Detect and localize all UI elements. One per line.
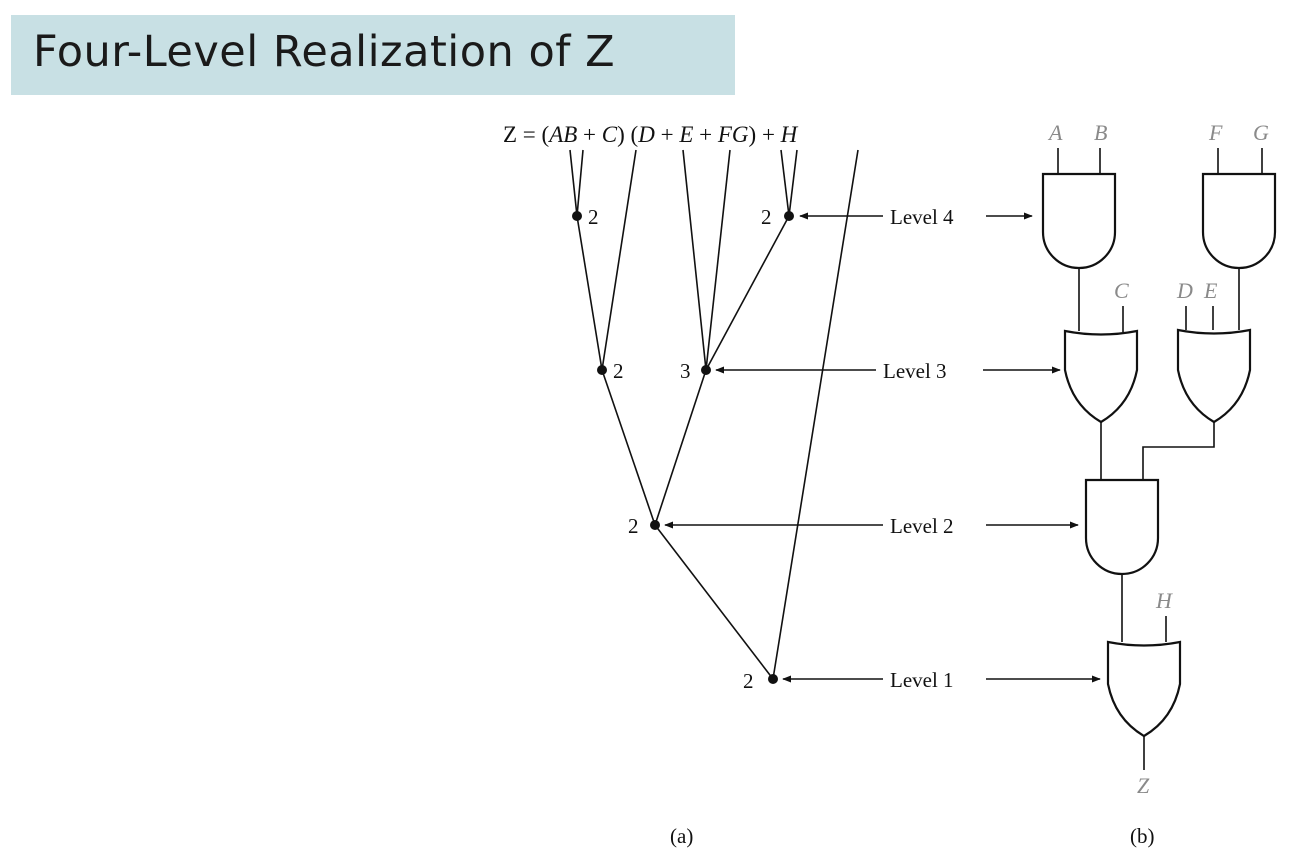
edge-d [682, 149, 707, 371]
level-1-label: Level 1 [890, 668, 954, 692]
edge-a [569, 149, 578, 217]
edge-h [772, 149, 859, 680]
fanin-abc: 2 [613, 359, 624, 383]
output-z-label: Z [1137, 773, 1150, 798]
edge-b [576, 149, 584, 217]
or-gate-level1 [1106, 640, 1182, 738]
edge-abc-node [601, 369, 656, 526]
edge-g [788, 149, 798, 217]
level-4-label: Level 4 [890, 205, 954, 229]
eq-close: ) + [749, 122, 781, 147]
input-d-label: D [1176, 278, 1193, 303]
node-fg [784, 211, 794, 221]
node-ab [572, 211, 582, 221]
eq-p2: + [693, 122, 717, 147]
eq-plus: + [577, 122, 601, 147]
edge-e [705, 149, 731, 371]
eq-fg: FG [717, 122, 749, 147]
eq-mid: ) ( [617, 122, 638, 147]
caption-a: (a) [670, 824, 693, 848]
edge-l2-node [654, 524, 774, 680]
tree-nodes: 2 2 2 3 2 2 [572, 205, 794, 693]
fanin-defg: 3 [680, 359, 691, 383]
input-e-label: E [1203, 278, 1218, 303]
eq-p1: + [655, 122, 679, 147]
fanin-fg: 2 [761, 205, 772, 229]
eq-e: E [678, 122, 693, 147]
node-level1 [768, 674, 778, 684]
level-3-label: Level 3 [883, 359, 947, 383]
edge-c [601, 149, 637, 371]
node-level2 [650, 520, 660, 530]
page-title: Four-Level Realization of Z [33, 27, 616, 77]
fanin-ab: 2 [588, 205, 599, 229]
and-gate-level2 [1084, 478, 1160, 576]
and-gate-ab [1041, 172, 1117, 270]
input-g-label: G [1253, 120, 1269, 145]
eq-ab: AB [547, 122, 577, 147]
level-2-label: Level 2 [890, 514, 954, 538]
node-defg [701, 365, 711, 375]
eq-h: H [780, 122, 799, 147]
edge-f [780, 149, 790, 217]
edge-fg-node [705, 215, 790, 371]
or-gate-abc [1063, 329, 1139, 424]
wire-or2-to-and3 [1142, 422, 1215, 482]
edge-ab-node [576, 215, 603, 371]
edge-defg-node [654, 369, 707, 526]
eq-c: C [602, 122, 618, 147]
input-f-label: F [1208, 120, 1223, 145]
and-gate-fg [1201, 172, 1277, 270]
input-b-label: B [1094, 120, 1107, 145]
caption-b: (b) [1130, 824, 1155, 848]
fanin-level1: 2 [743, 669, 754, 693]
input-h-label: H [1155, 588, 1173, 613]
tree-edges [569, 149, 859, 680]
node-abc [597, 365, 607, 375]
input-a-label: A [1047, 120, 1063, 145]
eq-z: Z = ( [503, 122, 549, 147]
level-indicators: Level 4 Level 3 Level 2 Level 1 [664, 205, 1101, 692]
or-gate-defg [1176, 328, 1252, 424]
fanin-level2: 2 [628, 514, 639, 538]
equation: Z = (AB + C) (D + E + FG) + H [503, 122, 799, 147]
title-banner: Four-Level Realization of Z [11, 15, 735, 95]
gate-network: A B F G C D E H Z [1041, 120, 1277, 798]
input-c-label: C [1114, 278, 1129, 303]
eq-d: D [637, 122, 655, 147]
